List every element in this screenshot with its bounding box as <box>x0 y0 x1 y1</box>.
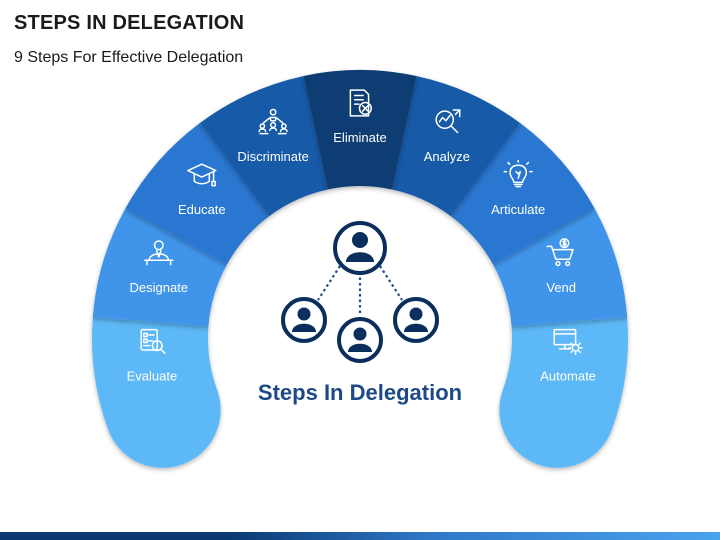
segment-analyze <box>392 76 521 217</box>
segment-designate <box>92 208 227 327</box>
center-person-middle <box>337 317 383 363</box>
segment-articulate <box>450 123 595 265</box>
segment-evaluate <box>92 317 221 468</box>
center-person-left <box>281 297 327 343</box>
center-person-top <box>333 221 387 275</box>
step-label-eliminate: Eliminate <box>333 130 386 145</box>
step-label-discriminate: Discriminate <box>237 149 309 164</box>
step-label-articulate: Articulate <box>491 202 545 217</box>
center-person-right <box>393 297 439 343</box>
segment-discriminate <box>199 76 328 217</box>
step-label-evaluate: Evaluate <box>127 368 178 383</box>
segment-vend <box>493 208 628 327</box>
segment-eliminate <box>303 69 417 190</box>
step-label-automate: Automate <box>540 368 596 383</box>
page-title: STEPS IN DELEGATION <box>14 12 245 34</box>
segment-automate <box>499 317 628 468</box>
org-hierarchy-icon <box>281 221 439 363</box>
center-label: Steps In Delegation <box>258 380 462 405</box>
step-label-vend: Vend <box>546 280 576 295</box>
bottom-accent-bar <box>0 532 720 540</box>
step-label-analyze: Analyze <box>424 149 470 164</box>
page-subtitle: 9 Steps For Effective Delegation <box>14 49 244 66</box>
segment-educate <box>125 123 270 265</box>
step-label-designate: Designate <box>130 280 189 295</box>
step-label-educate: Educate <box>178 202 226 217</box>
